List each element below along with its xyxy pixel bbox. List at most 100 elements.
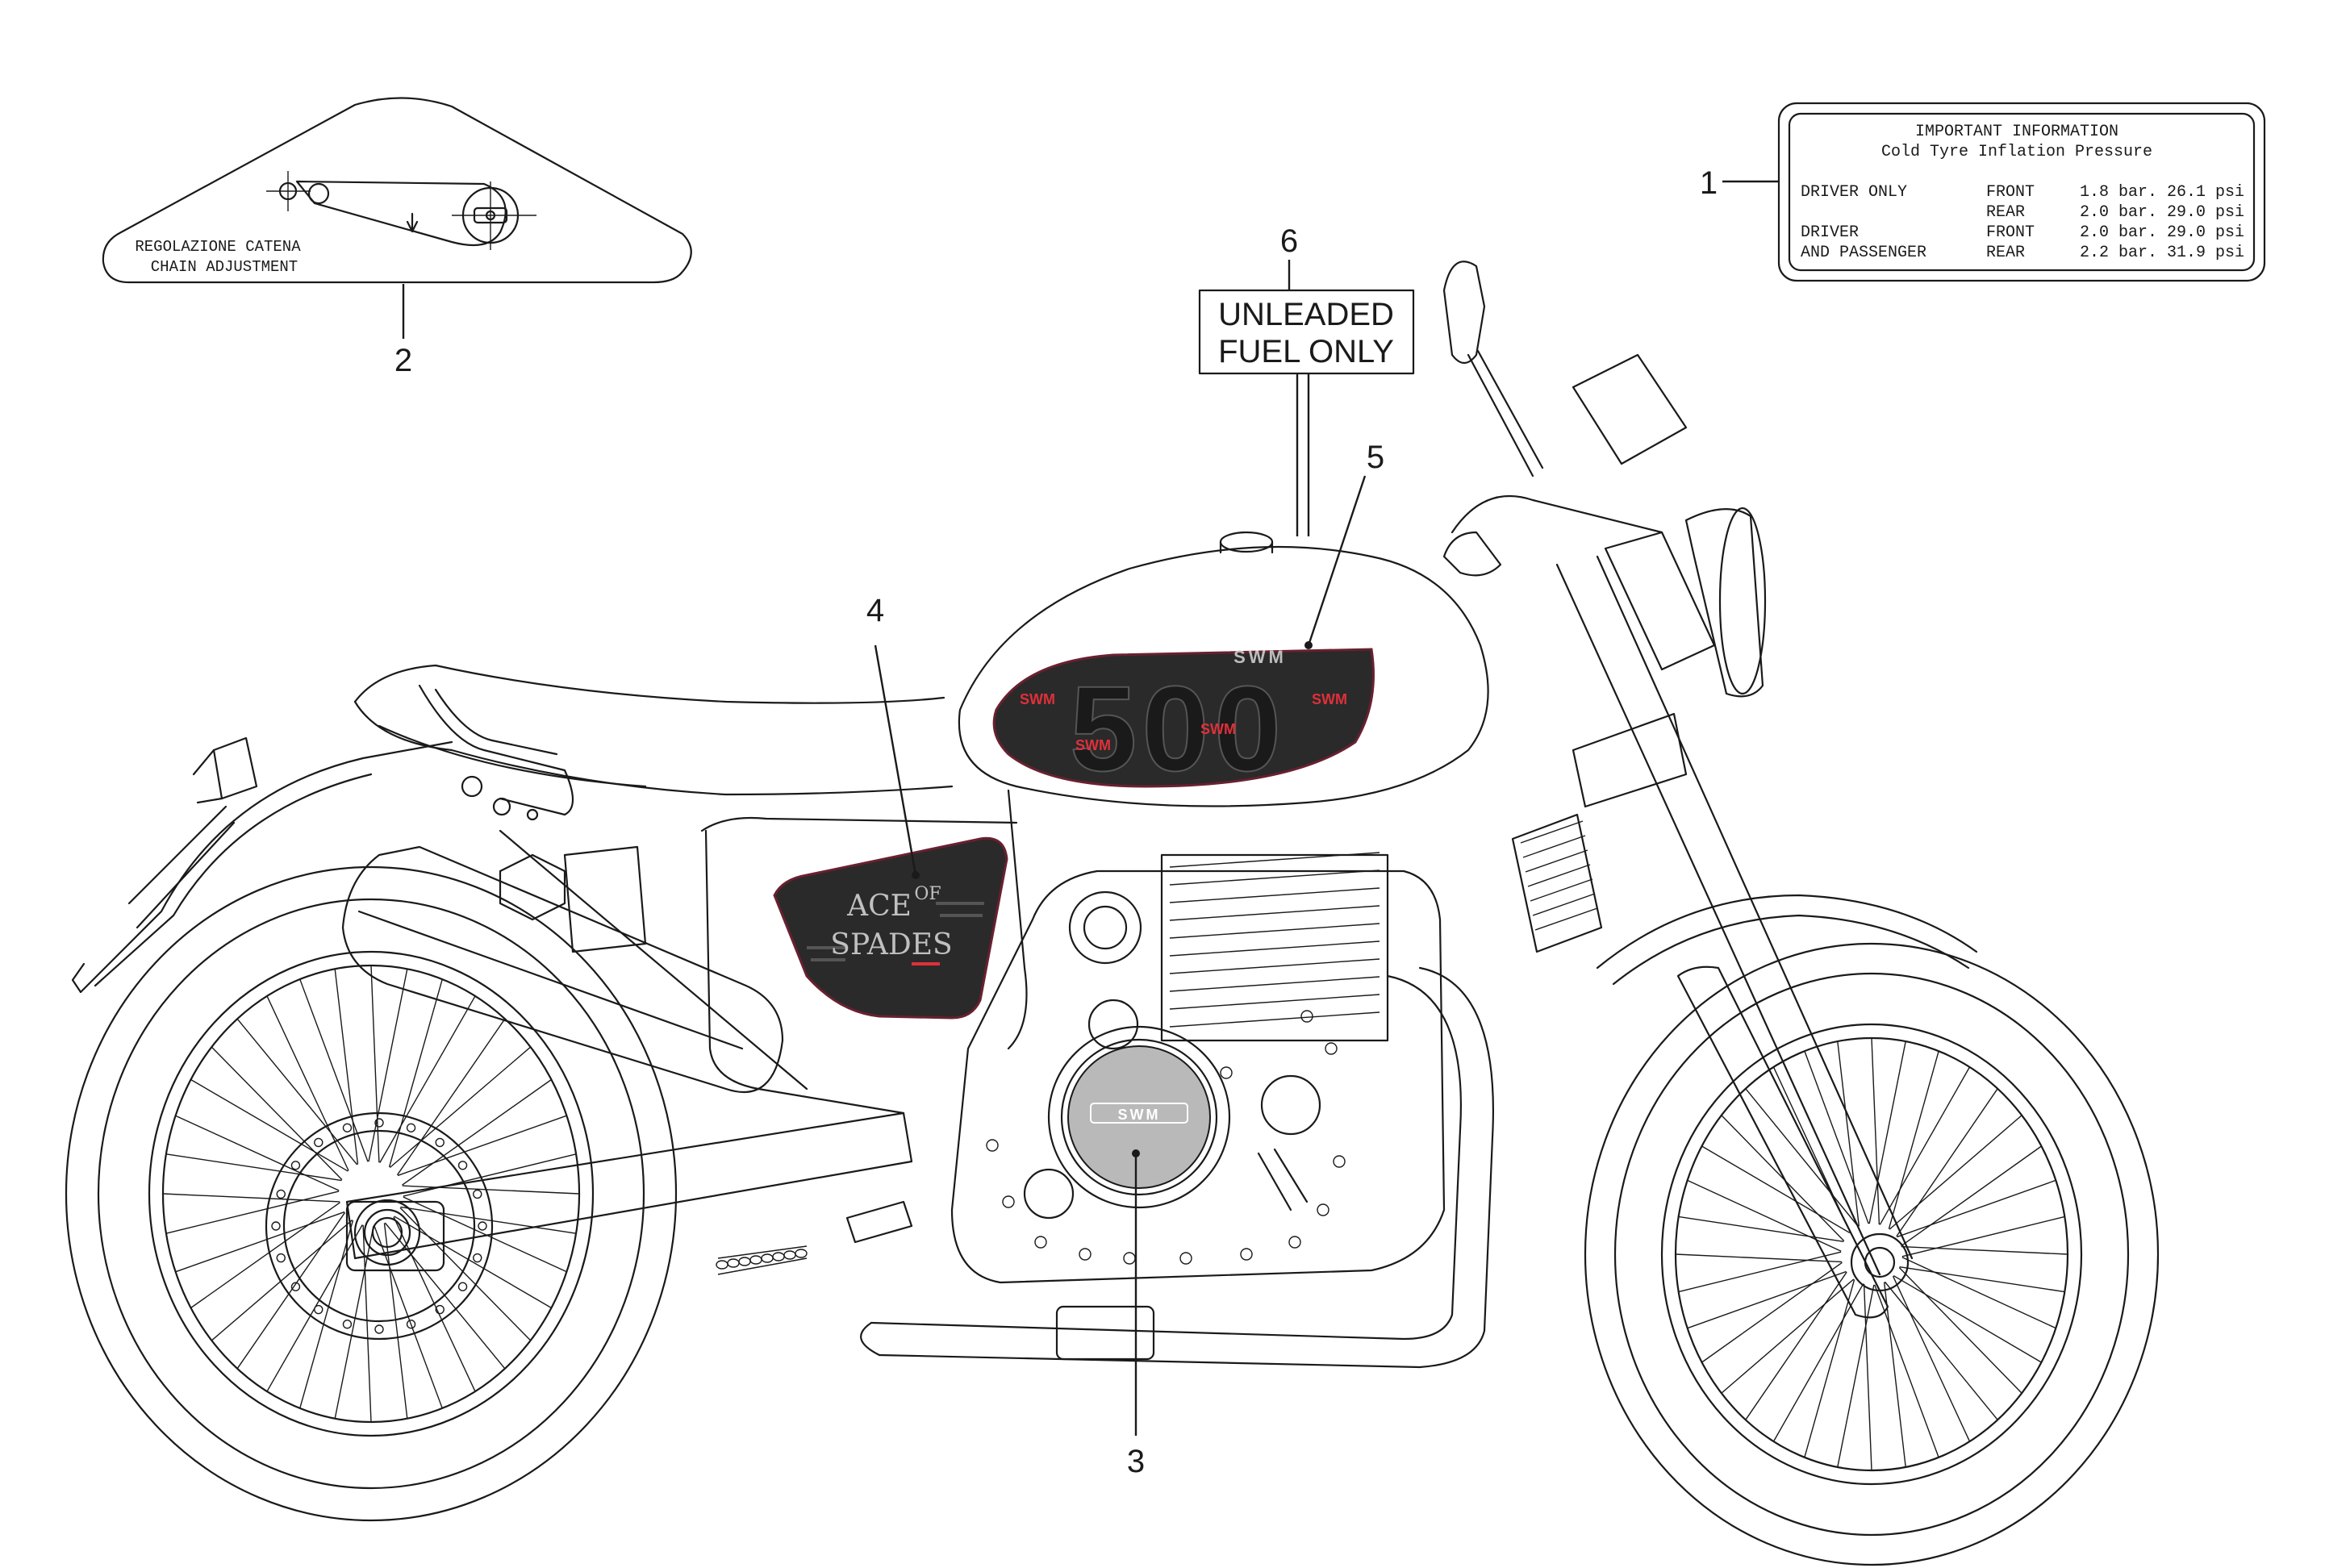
- engine-bolt: [1300, 1010, 1313, 1023]
- cylinder-fin: [1169, 905, 1380, 921]
- engine-bolt: [1288, 1236, 1301, 1249]
- engine-bolt: [1179, 1252, 1192, 1265]
- engine-bolt: [1333, 1155, 1346, 1168]
- svg-text:SWM: SWM: [1075, 737, 1111, 753]
- spoke: [1897, 1179, 2056, 1238]
- tank-decal: 500 SWM SWM SWM SWM SWM: [992, 647, 1375, 797]
- spoke: [1745, 1271, 1847, 1420]
- chain-link: [783, 1250, 796, 1260]
- unleaded-fuel-label: UNLEADED FUEL ONLY: [1198, 289, 1415, 375]
- spoke: [402, 1078, 552, 1186]
- chain-label-line-2: CHAIN ADJUSTMENT: [151, 258, 298, 276]
- disc-hole: [276, 1189, 286, 1199]
- spoke: [1896, 1088, 1998, 1237]
- spoke: [1892, 1275, 1971, 1442]
- spoke: [1701, 1145, 1851, 1234]
- side-decal-of: OF: [914, 884, 941, 904]
- spoke: [1884, 1281, 1998, 1420]
- clutch-cover-logo: SWM: [1067, 1045, 1211, 1189]
- cooler-fin: [1530, 878, 1593, 902]
- disc-hole: [478, 1221, 487, 1231]
- spoke: [1888, 1050, 1939, 1229]
- chain-link: [749, 1255, 762, 1265]
- spoke: [211, 1219, 353, 1341]
- side-decal-line-2: SPADES: [830, 928, 952, 961]
- tyre-row-2-wheel: REAR: [1986, 203, 2025, 222]
- disc-hole: [374, 1324, 384, 1334]
- cooler-fin: [1534, 907, 1598, 931]
- spoke: [402, 1185, 580, 1195]
- cylinder-fin: [1169, 940, 1380, 957]
- disc-hole: [342, 1320, 353, 1329]
- spoke: [1772, 1066, 1851, 1233]
- front-wheel: [1584, 942, 2160, 1566]
- chain-link: [716, 1260, 728, 1270]
- tyre-row-4-pressure: 2.2 bar. 31.9 psi: [2080, 244, 2244, 262]
- spoke: [1871, 1037, 1880, 1225]
- clutch-cover-logo-text: SWM: [1118, 1107, 1161, 1123]
- cooler-fin: [1527, 864, 1591, 887]
- spoke: [362, 1224, 372, 1423]
- cooler-fin: [1522, 835, 1586, 858]
- tank-decal-red-logo-mid: SWM SWM SWM: [1075, 691, 1347, 753]
- tyre-row-1-wheel: FRONT: [1986, 183, 2035, 202]
- callout-6: 6: [1280, 223, 1298, 259]
- spoke: [1901, 1245, 2068, 1255]
- disc-hole: [290, 1161, 301, 1170]
- spoke: [388, 978, 443, 1168]
- chain-link: [727, 1258, 740, 1268]
- spoke: [165, 1153, 342, 1182]
- spoke: [1675, 1253, 1843, 1263]
- cylinder-fin: [1169, 976, 1380, 992]
- engine-bolt: [1325, 1042, 1338, 1055]
- spoke: [162, 1193, 340, 1203]
- callout-2: 2: [394, 343, 412, 378]
- tyre-row-4-rider: AND PASSENGER: [1801, 244, 1926, 262]
- spoke: [299, 1220, 354, 1409]
- spoke: [299, 978, 369, 1162]
- disc-hole: [271, 1221, 281, 1231]
- cylinder-fin: [1169, 887, 1380, 903]
- tyre-row-1-rider: DRIVER ONLY: [1801, 183, 1907, 202]
- engine-bolt: [1034, 1236, 1047, 1249]
- spoke: [236, 1211, 346, 1370]
- tyre-row-4-wheel: REAR: [1986, 244, 2025, 262]
- spoke: [1678, 1216, 1844, 1243]
- spoke: [370, 965, 380, 1163]
- spoke: [368, 969, 408, 1162]
- disc-hole: [374, 1118, 384, 1128]
- tyre-row-2-pressure: 2.0 bar. 29.0 psi: [2080, 203, 2244, 222]
- cylinder-fin: [1169, 1011, 1380, 1028]
- spoke: [1863, 1283, 1872, 1471]
- spoke: [1701, 1261, 1843, 1363]
- svg-text:SWM: SWM: [1200, 721, 1236, 737]
- fuel-label-line-2: FUEL ONLY: [1218, 334, 1394, 369]
- side-decal-line-1: ACE: [846, 890, 912, 923]
- callout-5-leader: [1307, 475, 1367, 646]
- chain-label-line-1: REGOLAZIONE CATENA: [135, 238, 301, 256]
- engine-bolt: [1079, 1248, 1092, 1261]
- spoke: [1901, 1145, 2042, 1247]
- cylinder-fin: [1169, 923, 1380, 939]
- spoke: [211, 1046, 343, 1181]
- callout-4-leader: [874, 644, 917, 876]
- tyre-label-subtitle: Cold Tyre Inflation Pressure: [1881, 143, 2152, 161]
- spoke: [1804, 1050, 1869, 1224]
- spoke: [1898, 1266, 2022, 1394]
- spoke: [1745, 1088, 1860, 1228]
- spoke: [190, 1078, 349, 1172]
- spoke: [1899, 1266, 2065, 1293]
- disc-hole: [276, 1253, 286, 1263]
- tank-decal-brand: SWM: [1233, 647, 1287, 667]
- callout-3: 3: [1127, 1444, 1145, 1479]
- chain-link: [738, 1257, 751, 1266]
- cylinder-fin: [1169, 869, 1380, 886]
- tyre-row-3-pressure: 2.0 bar. 29.0 psi: [2080, 223, 2244, 242]
- callout-1: 1: [1700, 165, 1718, 201]
- spoke: [1893, 1274, 2042, 1363]
- spoke: [394, 1216, 552, 1309]
- spoke: [389, 1046, 532, 1169]
- spoke: [1804, 1279, 1855, 1458]
- spoke: [1889, 1115, 2022, 1230]
